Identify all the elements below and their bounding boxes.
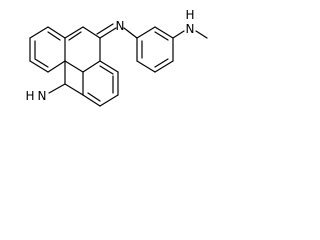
bond [29, 26, 49, 39]
bond [29, 60, 49, 73]
ring-hydrogen-label: H [25, 89, 34, 103]
bond [195, 30, 208, 39]
bond [47, 60, 66, 73]
structure-diagram: N N H N H [25, 8, 208, 107]
bond [99, 94, 119, 107]
bond [99, 60, 119, 73]
bond [154, 31, 169, 41]
bond [82, 94, 101, 107]
bonds [29, 23, 208, 107]
bond [68, 31, 82, 41]
bond [172, 30, 185, 39]
atom-labels: N N H N H [25, 8, 194, 103]
bond [82, 26, 101, 39]
bond [154, 60, 174, 73]
bond [47, 26, 66, 39]
bond [99, 65, 114, 75]
imine-nitrogen-label: N [116, 19, 125, 33]
bonds-to-ring-nitrogen [48, 60, 84, 96]
bond [64, 26, 84, 39]
bond [82, 60, 101, 73]
bond [87, 92, 101, 102]
ring-nitrogen-label: N [38, 89, 47, 103]
bond [48, 83, 66, 94]
bond [154, 26, 174, 39]
bond [136, 60, 156, 73]
bond [64, 60, 84, 73]
bond [154, 58, 169, 68]
bond [64, 83, 84, 96]
amine-nitrogen-label: N [186, 22, 195, 36]
bond [96, 23, 114, 35]
bond [47, 31, 61, 41]
bond [136, 26, 156, 39]
bond [123, 27, 138, 39]
amine-hydrogen-label: H [185, 8, 194, 22]
bond [99, 27, 117, 39]
bond [34, 58, 49, 68]
